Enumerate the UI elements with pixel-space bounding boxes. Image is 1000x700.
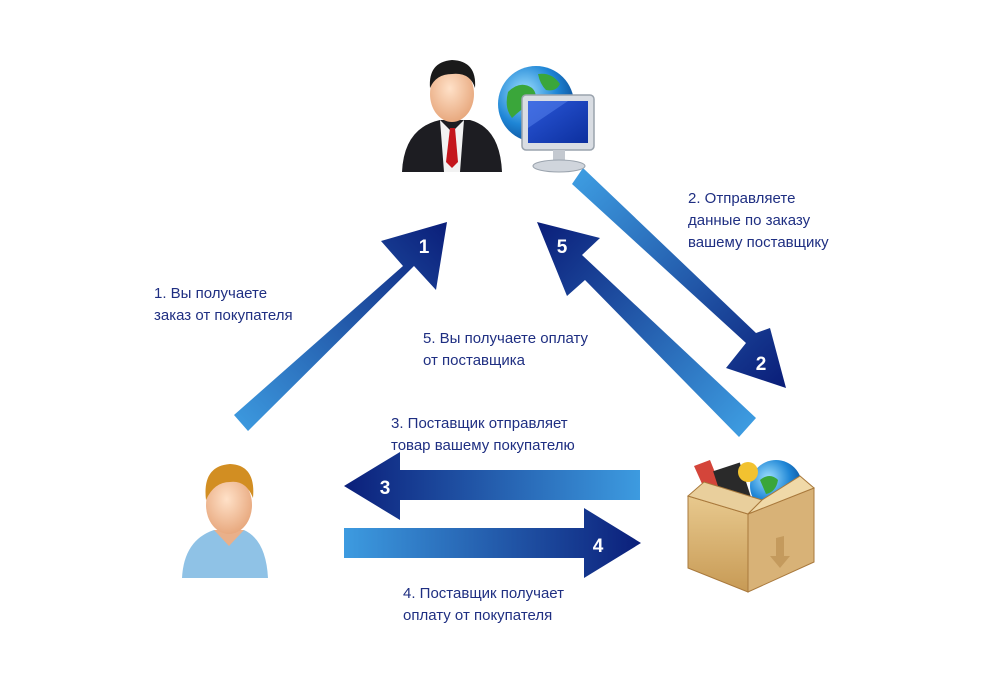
step-5-caption: 5. Вы получаете оплату от поставщика: [423, 330, 588, 369]
arrow-2-number: 2: [756, 354, 767, 375]
step-3-caption: 3. Поставщик отправляет товар вашему пок…: [391, 415, 575, 454]
arrow-4: 4: [344, 508, 641, 578]
arrow-2: 2: [572, 168, 786, 388]
businessman-icon: [402, 60, 502, 172]
globe-monitor-icon: [498, 66, 595, 173]
arrow-5: 5: [537, 222, 756, 437]
arrow-1: 1: [234, 222, 447, 431]
step-1-caption: 1. Вы получаете заказ от покупателя: [154, 285, 293, 324]
arrow-1-number: 1: [419, 237, 430, 258]
customer-icon: [182, 464, 268, 578]
step-4-caption: 4. Поставщик получает оплату от покупате…: [403, 585, 565, 624]
step-2-caption: 2. Отправляете данные по заказу вашему п…: [688, 190, 829, 251]
arrow-3-number: 3: [380, 478, 391, 499]
box-with-goods-icon: [686, 460, 815, 593]
arrow-5-number: 5: [557, 237, 568, 258]
arrow-3: 3: [344, 452, 640, 520]
arrow-4-number: 4: [593, 536, 604, 557]
